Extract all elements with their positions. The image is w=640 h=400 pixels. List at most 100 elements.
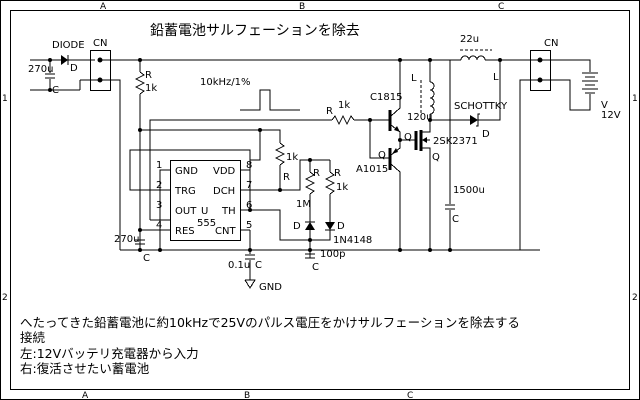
connector-right	[530, 50, 551, 91]
pin-3-num: 3	[156, 200, 162, 211]
col-label-c-bottom: C	[407, 391, 413, 400]
inductor-22u-icon	[460, 55, 486, 61]
row-label-2-right: 2	[632, 293, 638, 303]
schottky-diode-icon	[470, 115, 478, 125]
l-120-ref: L	[411, 73, 417, 84]
r-1k2-ref: R	[334, 168, 341, 179]
row-label-1-left: 1	[2, 94, 8, 104]
connector-left-ref: CN	[93, 38, 107, 49]
cap-1500-ref: C	[452, 214, 459, 225]
diode-in-name: DIODE	[52, 40, 85, 51]
col-label-b-bottom: B	[244, 391, 250, 400]
q-fet-part: 2SK2371	[433, 136, 478, 147]
pin-out-name: OUT	[175, 206, 197, 217]
r-1k2-value: 1k	[336, 182, 348, 193]
diode-2-part: 1N4148	[333, 235, 372, 246]
pin-2-num: 2	[156, 180, 162, 191]
gnd-symbol-icon	[244, 279, 256, 289]
cap-in-ref: C	[52, 85, 59, 96]
q-npn-part: C1815	[370, 92, 402, 103]
inner-frame	[10, 10, 630, 390]
resistor-top-icon	[134, 71, 146, 95]
resistor-base-icon	[331, 114, 355, 126]
r-top-value: 1k	[145, 83, 157, 94]
q-fet-ref: Q	[432, 152, 440, 163]
col-label-a-bottom: A	[82, 391, 89, 400]
battery-icon	[582, 72, 598, 94]
q-pnp-ref: Q	[378, 150, 386, 161]
diode-2-icon	[325, 222, 335, 230]
cap-cnt-value: 0.1u	[228, 260, 250, 271]
schottky-ref: D	[482, 129, 490, 140]
diode-in-icon	[61, 55, 68, 65]
pin-8-num: 8	[246, 160, 252, 171]
pin-4-num: 4	[156, 220, 162, 231]
cap-100p-ref: C	[312, 262, 319, 273]
r-1m-value: 1M	[296, 199, 311, 210]
pin-gnd-name: GND	[175, 166, 198, 177]
pin-1-num: 1	[156, 160, 162, 171]
resistor-dch-icon	[274, 142, 286, 166]
r-base-ref: R	[326, 106, 333, 117]
pulse-label: 10kHz/1%	[200, 77, 251, 88]
gnd-label: GND	[259, 282, 282, 293]
pin-cnt-name: CNT	[215, 226, 236, 237]
q-pnp-part: A1015	[356, 164, 388, 175]
trg-th-wire	[129, 149, 251, 210]
row-label-2-left: 2	[2, 293, 8, 303]
cap-ic-ref: C	[143, 253, 150, 264]
pulse-waveform	[240, 89, 300, 111]
l-120-value: 120u	[407, 112, 432, 123]
cap-100p-value: 100p	[320, 249, 345, 260]
note-line-2: 接続	[20, 330, 46, 345]
ic-ref: U	[201, 206, 208, 217]
pin-trg-name: TRG	[174, 186, 196, 197]
schematic-title: 鉛蓄電池サルフェーションを除去	[150, 23, 360, 39]
r-base-value: 1k	[338, 100, 350, 111]
pin-th-name: TH	[221, 206, 236, 217]
note-line-1: へたってきた鉛蓄電池に約10kHzで25Vのパルス電圧をかけサルフェーションを除…	[20, 315, 520, 330]
row-label-1-right: 1	[632, 94, 638, 104]
resistor-1m-icon	[304, 171, 316, 195]
ic-part: 555	[197, 218, 216, 229]
cap-in-value: 270u	[28, 64, 53, 75]
cap-1500-value: 1500u	[453, 185, 485, 196]
diode-1-ref: D	[293, 221, 301, 232]
col-label-b-top: B	[299, 2, 305, 12]
schottky-name: SCHOTTKY	[454, 101, 508, 112]
ic-555	[170, 160, 241, 241]
diode-in-ref: D	[70, 63, 78, 74]
pin-dch-name: DCH	[213, 186, 235, 197]
connector-right-ref: CN	[544, 38, 558, 49]
q-npn-ref: Q	[404, 132, 412, 143]
diode-2-ref: D	[337, 221, 345, 232]
r-dch-value: 1k	[286, 152, 298, 163]
battery-value: 12V	[601, 110, 621, 121]
inductor-120u-icon	[429, 81, 435, 115]
input-section	[30, 55, 100, 92]
resistor-1k2-icon	[324, 171, 336, 195]
pin-6-num: 6	[246, 200, 252, 211]
cap-cnt-ref: C	[255, 260, 262, 271]
pin-7-num: 7	[246, 180, 252, 191]
battery-ref: V	[601, 100, 608, 111]
pin-res-name: RES	[175, 226, 195, 237]
r-top-ref: R	[145, 70, 152, 81]
col-label-a-top: A	[100, 2, 107, 12]
note-line-3: 左:12Vバッテリ充電器から入力	[20, 346, 199, 361]
l-22-ref: L	[493, 72, 499, 83]
diode-1-icon	[305, 222, 315, 230]
pin-vdd-name: VDD	[213, 166, 236, 177]
note-line-4: 右:復活させたい蓄電池	[20, 361, 150, 376]
out-wire	[149, 119, 330, 220]
r-dch-ref: R	[283, 172, 290, 183]
connector-left	[90, 50, 111, 91]
vdd-wire	[140, 129, 261, 161]
pin-5-num: 5	[246, 220, 252, 231]
gnd-wire-left	[100, 79, 121, 250]
cap-ic-value: 270u	[114, 234, 139, 245]
l-22-value: 22u	[460, 34, 479, 45]
col-label-c-top: C	[498, 2, 504, 12]
r-1m-ref: R	[313, 168, 320, 179]
